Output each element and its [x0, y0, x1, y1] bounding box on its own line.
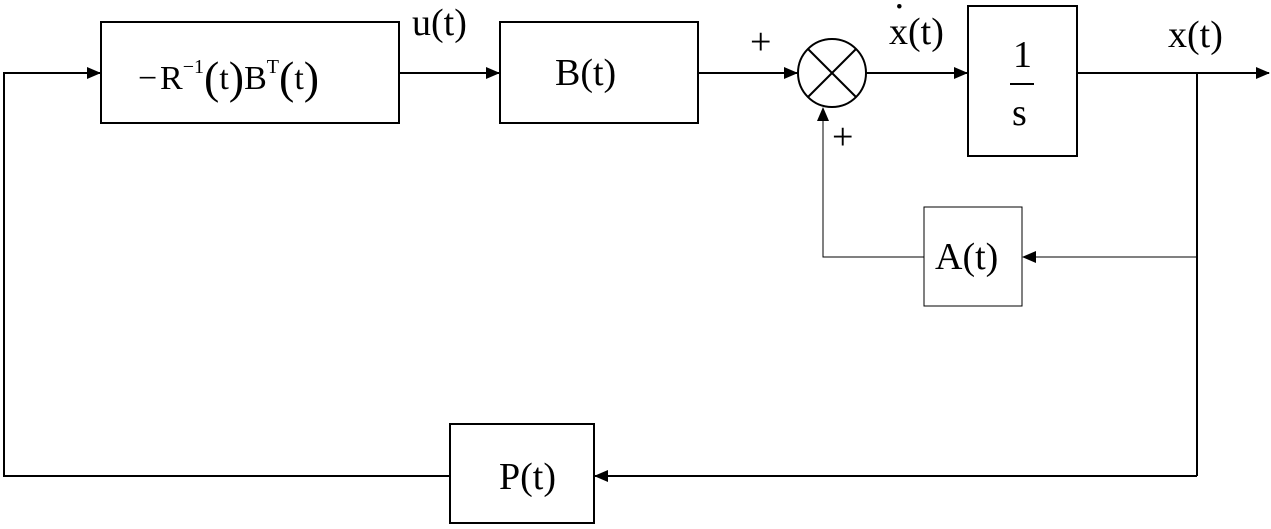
plus-sign-top: +	[750, 21, 772, 63]
summing-junction	[797, 38, 867, 108]
paren-close-1: )	[228, 52, 245, 103]
paren-open-2: (	[279, 52, 295, 103]
t-symbol-2: t	[294, 60, 304, 97]
integrator-denominator: s	[1012, 92, 1027, 134]
integrator-numerator: 1	[1013, 34, 1032, 76]
x-signal-label: x(t)	[1168, 14, 1223, 56]
gain-label: − R−1(t)BT(t)	[138, 51, 319, 101]
transpose-exponent: T	[266, 56, 280, 78]
plus-sign-bottom: +	[832, 116, 854, 158]
paren-open-1: (	[204, 52, 220, 103]
inverse-exponent: −1	[182, 56, 204, 78]
u-signal-label: u(t)	[412, 2, 467, 44]
r-symbol: R	[160, 60, 183, 97]
t-symbol-1: t	[219, 60, 229, 97]
integrator-block	[967, 5, 1078, 157]
minus-sign: −	[138, 60, 158, 97]
xdot-dot: ·	[893, 0, 906, 28]
a-output-line	[817, 107, 924, 258]
b-symbol: B	[244, 60, 267, 97]
b-block-label: B(t)	[555, 52, 617, 94]
p-block-label: P(t)	[499, 456, 556, 498]
a-block-label: A(t)	[935, 236, 999, 278]
p-output-line	[3, 72, 450, 477]
xdot-signal-label: x(t)	[889, 11, 944, 53]
paren-close-2: )	[303, 52, 320, 103]
